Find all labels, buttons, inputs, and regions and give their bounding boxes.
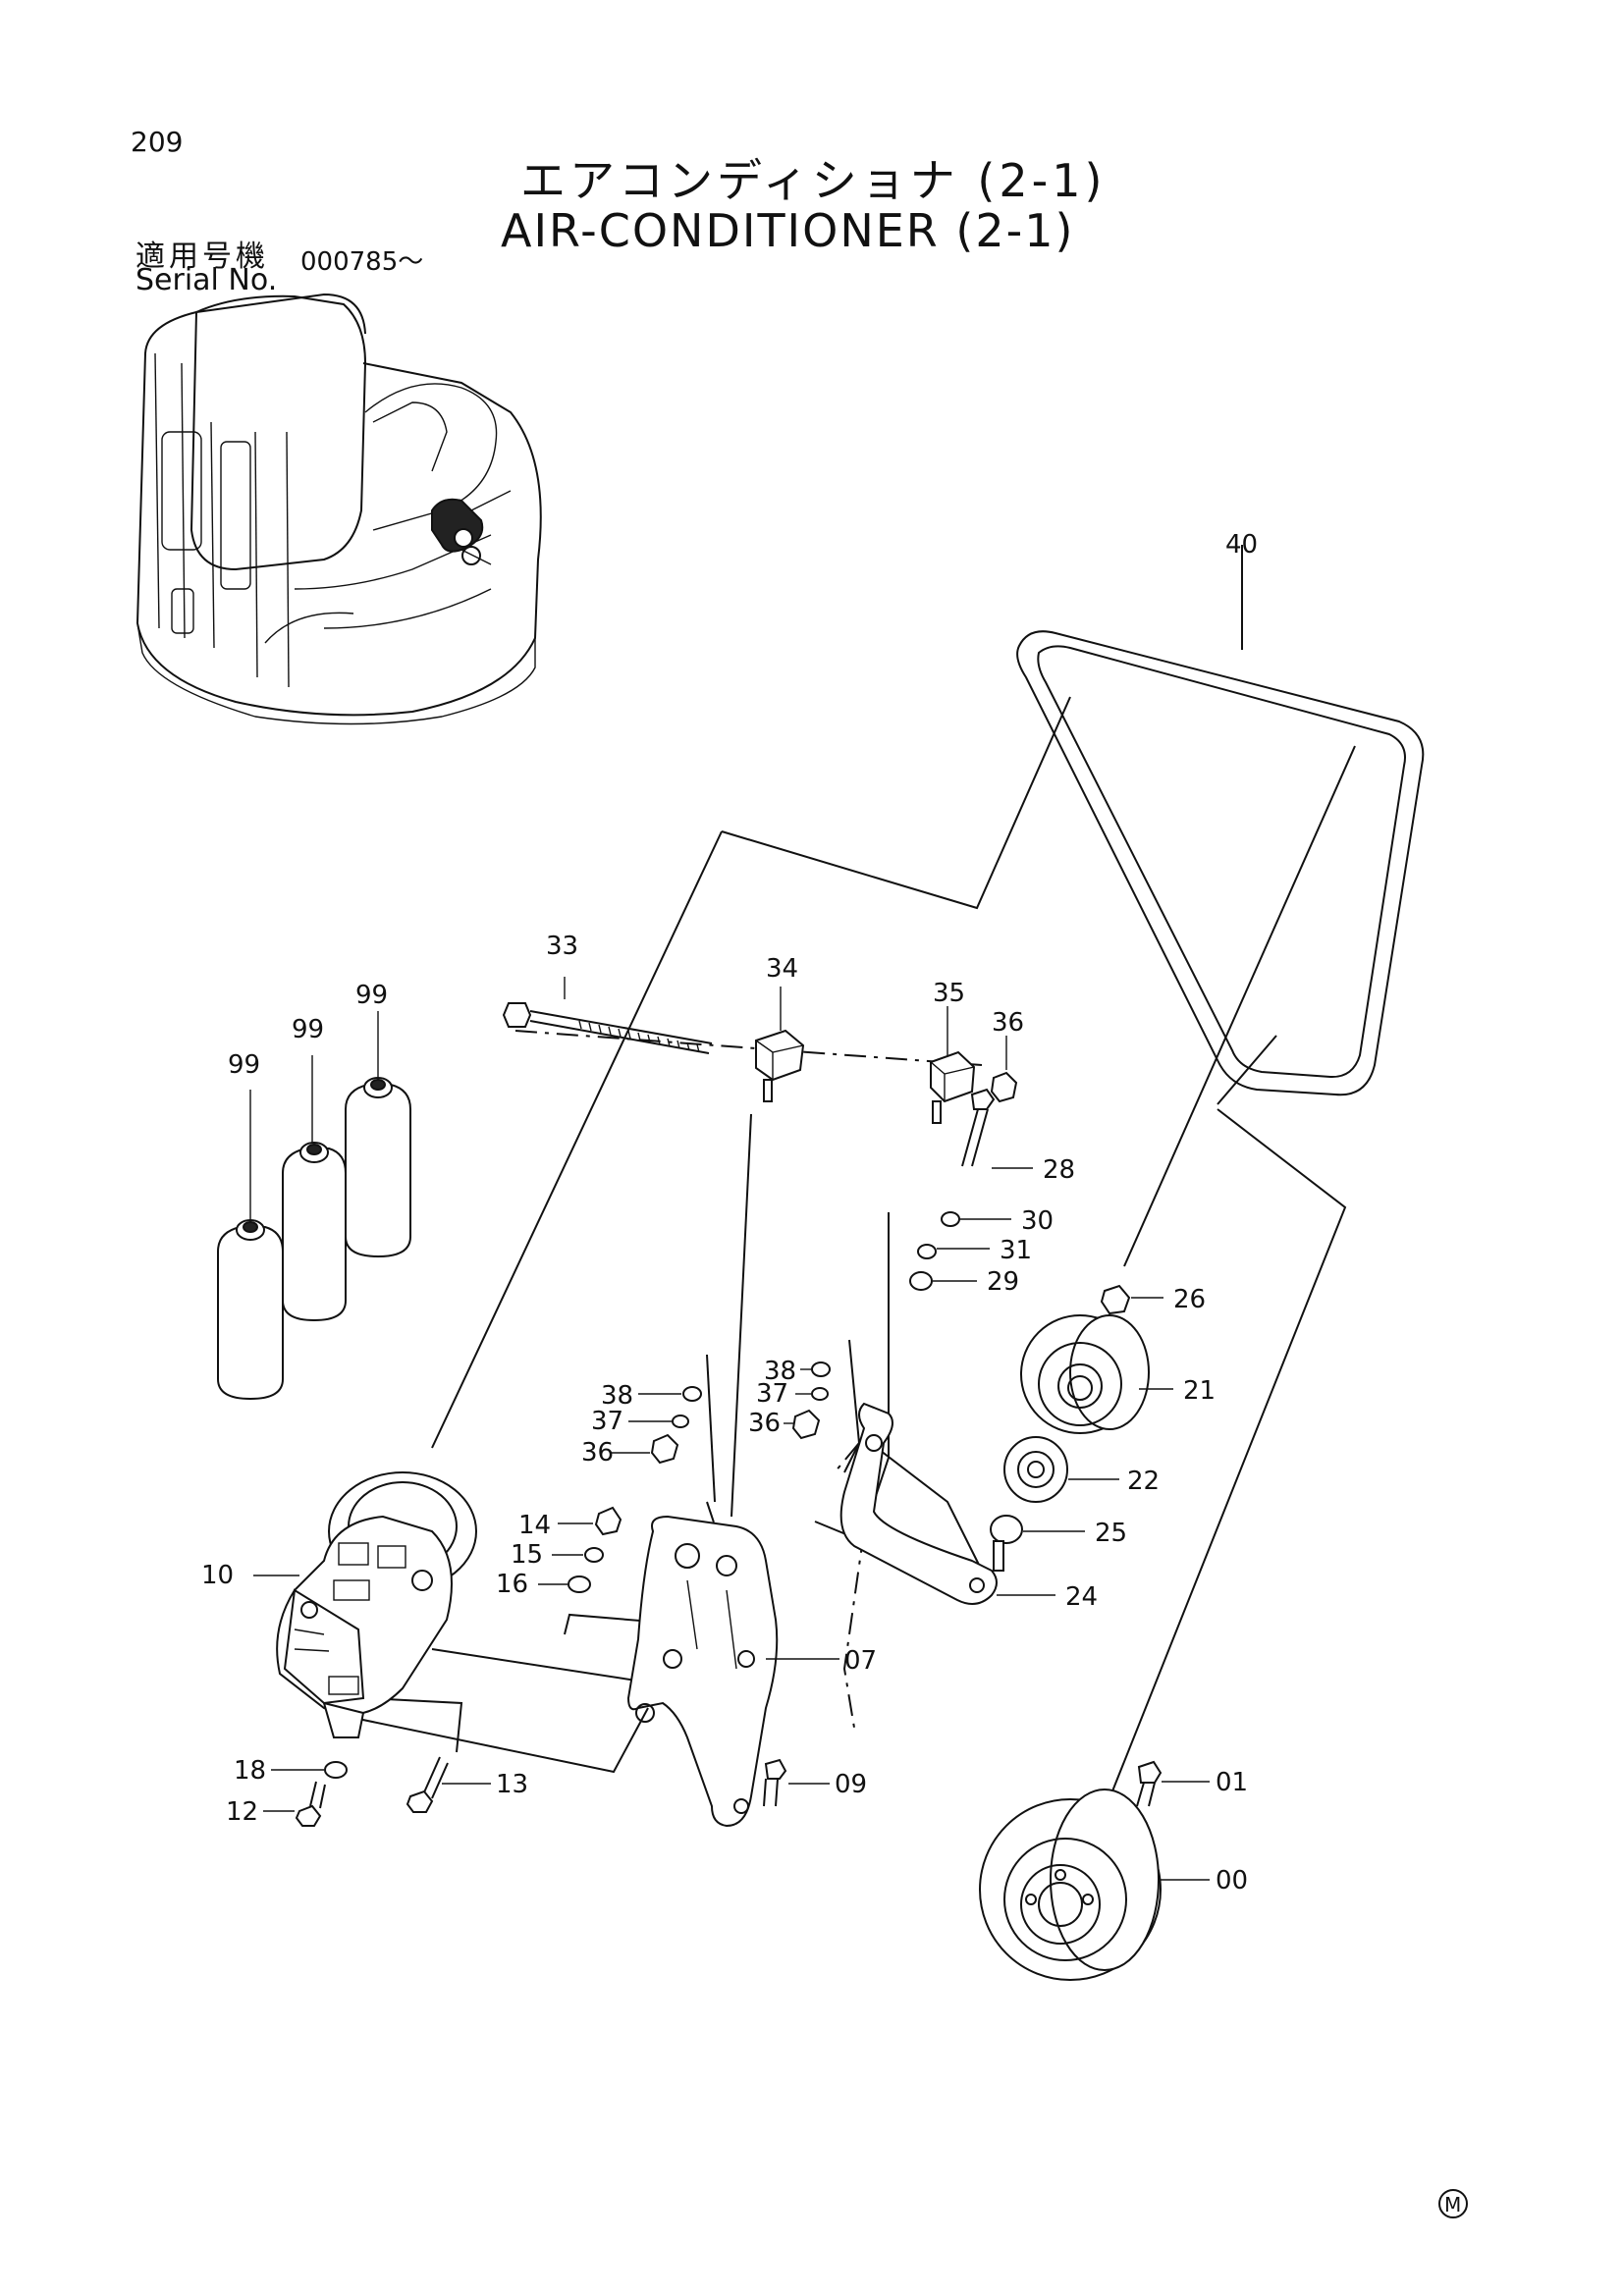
title-japanese: エアコンディショナ (2-1) [520, 154, 1107, 207]
callout-28: 28 [1043, 1155, 1075, 1185]
callout-34: 34 [766, 954, 798, 984]
arm-24-and-spacer-25 [839, 1402, 1023, 1605]
machine-overview-illustration [136, 293, 542, 725]
callout-38-right: 38 [764, 1357, 796, 1386]
callout-10: 10 [201, 1561, 234, 1590]
callout-99-right: 99 [355, 981, 388, 1010]
v-belt [1016, 630, 1425, 1096]
serial-label-english: Serial No. [135, 263, 278, 297]
callout-35: 35 [933, 979, 965, 1008]
callout-16: 16 [496, 1570, 528, 1599]
bolt-and-washers-right [909, 1088, 996, 1291]
callout-18: 18 [234, 1756, 266, 1786]
title-english: AIR-CONDITIONER (2-1) [501, 204, 1075, 257]
callout-36-top: 36 [992, 1008, 1024, 1038]
callout-14: 14 [518, 1511, 551, 1540]
long-bolt-33 [502, 1002, 713, 1054]
compressor-10 [276, 1471, 477, 1738]
callout-09: 09 [835, 1770, 867, 1799]
callout-33: 33 [546, 932, 578, 961]
page-number: 209 [131, 126, 184, 158]
refrigerant-bottles [217, 1077, 411, 1401]
mark-letter: M [1444, 2193, 1461, 2216]
serial-label-japanese: 適用号機 [135, 240, 269, 274]
callout-01: 01 [1216, 1768, 1248, 1797]
callout-24: 24 [1065, 1582, 1098, 1612]
bolts-12-13 [295, 1756, 449, 1827]
callout-labels: 40 33 34 35 36 28 30 31 29 26 21 22 25 2… [201, 530, 1258, 1896]
circled-m-mark: M [1438, 2189, 1468, 2218]
callout-15: 15 [511, 1540, 543, 1570]
bearing-22 [1003, 1436, 1068, 1503]
callout-38-left: 38 [601, 1381, 633, 1411]
callout-21: 21 [1183, 1376, 1216, 1406]
idler-pulley-21 [1020, 1284, 1150, 1434]
callout-30: 30 [1021, 1206, 1054, 1236]
callout-29: 29 [987, 1267, 1019, 1297]
callout-12: 12 [226, 1797, 258, 1827]
callout-31: 31 [1000, 1236, 1032, 1265]
adjuster-blocks [755, 1029, 1018, 1124]
callout-13: 13 [496, 1770, 528, 1799]
callout-leaders [249, 977, 1210, 1881]
callout-36-right: 36 [748, 1409, 781, 1438]
callout-99-middle: 99 [292, 1015, 324, 1044]
callout-25: 25 [1095, 1519, 1127, 1548]
bracket-07 [626, 1515, 779, 1828]
callout-26: 26 [1173, 1285, 1206, 1314]
callout-40: 40 [1225, 530, 1258, 560]
callout-37-right: 37 [756, 1379, 788, 1409]
callout-36-left: 36 [581, 1438, 614, 1468]
callout-07: 07 [844, 1646, 877, 1676]
serial-number-range: 000785～ [300, 247, 424, 277]
callout-99-left: 99 [228, 1050, 260, 1080]
callout-00: 00 [1216, 1866, 1248, 1896]
callout-37-left: 37 [591, 1407, 623, 1436]
crank-pulley-00 [979, 1789, 1162, 1981]
callout-22: 22 [1127, 1467, 1160, 1496]
bracket-hardware [568, 1362, 1163, 1807]
